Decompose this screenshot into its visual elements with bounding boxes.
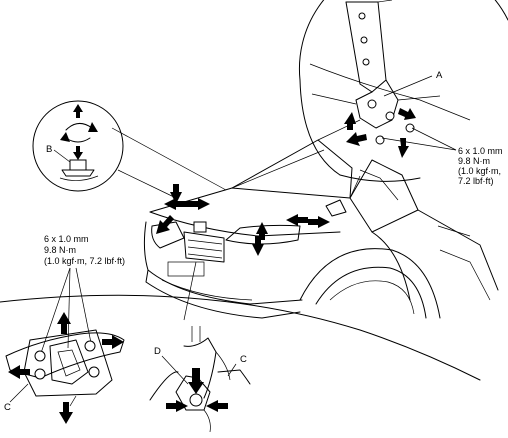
direction-arrow-icon: [346, 132, 367, 146]
direction-arrow-icon: [102, 335, 124, 349]
direction-arrow-icon: [344, 112, 356, 130]
direction-arrow-icon: [59, 402, 73, 424]
label-d: D: [154, 346, 161, 357]
direction-arrow-icon: [256, 222, 268, 240]
direction-arrow-icon: [188, 198, 210, 210]
direction-arrow-icon: [252, 236, 264, 256]
direction-arrow-icon: [170, 184, 182, 204]
rotation-arrowhead-icon: [88, 122, 98, 132]
latch-detail: 6 x 1.0 mm 9.8 N·m (1.0 kgf·m, 7.2 lbf·f…: [0, 234, 481, 424]
direction-arrow-icon: [206, 400, 228, 412]
direction-arrow-icon: [73, 104, 83, 118]
direction-arrow-icon: [398, 138, 409, 158]
torque-spec-right-line3: (1.0 kgf·m,: [458, 166, 501, 176]
label-c-left: C: [4, 402, 11, 413]
direction-arrow-icon: [286, 214, 308, 226]
torque-spec-left-line2: 9.8 N·m: [44, 245, 76, 255]
rotation-arrowhead-icon: [60, 132, 70, 142]
bolt-detail-callout: B: [32, 100, 227, 199]
direction-arrow-icon: [166, 400, 188, 412]
direction-arrow-icon: [308, 216, 330, 228]
label-b: B: [46, 144, 52, 155]
torque-spec-right-line1: 6 x 1.0 mm: [458, 146, 503, 156]
direction-arrow-icon: [188, 368, 204, 394]
direction-arrow-icon: [73, 146, 83, 160]
direction-arrow-icon: [156, 215, 174, 234]
direction-arrow-icon: [398, 108, 416, 120]
label-c-right: C: [240, 354, 247, 365]
direction-arrow-icon: [57, 312, 71, 334]
torque-spec-left-line1: 6 x 1.0 mm: [44, 234, 89, 244]
torque-spec-right-line2: 9.8 N·m: [458, 156, 490, 166]
car-arrows: [156, 184, 330, 256]
car-illustration: [143, 119, 499, 321]
hinge-detail-callout: A 6 x 1.0 mm 9.8 N·m (1.0 kgf·m, 7.2 lbf…: [231, 0, 508, 199]
cable-detail: D C: [149, 326, 251, 433]
torque-spec-right-line4: 7.2 lbf·ft): [458, 176, 494, 186]
direction-arrow-icon: [8, 365, 30, 379]
label-a: A: [436, 70, 443, 81]
torque-spec-left-line3: (1.0 kgf·m, 7.2 lbf·ft): [44, 256, 125, 266]
rotation-arrow-icon: [65, 123, 93, 131]
